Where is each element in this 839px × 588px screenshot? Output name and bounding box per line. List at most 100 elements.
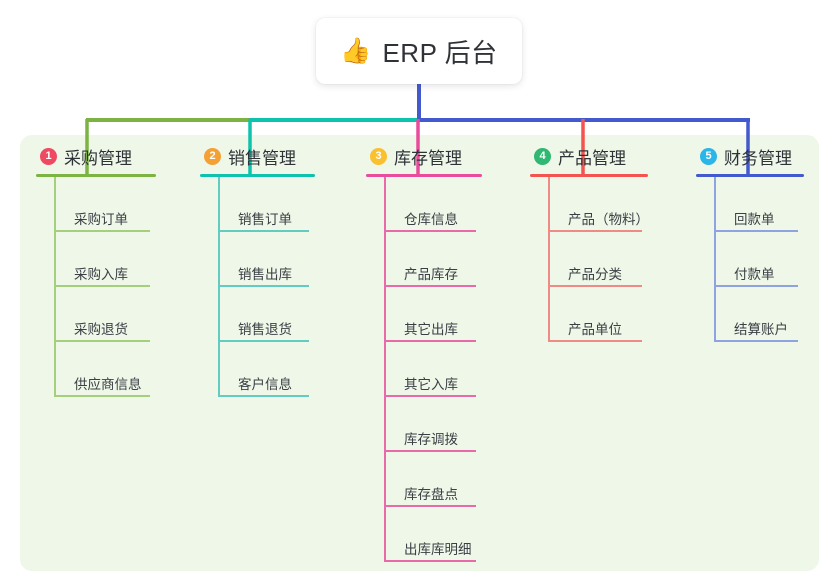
diagram-panel	[20, 135, 819, 571]
list-item[interactable]: 出库库明细	[384, 507, 482, 562]
item-underline	[384, 285, 476, 287]
item-label: 供应商信息	[74, 376, 142, 392]
column-4: 4 产品管理产品（物料）产品分类产品单位	[530, 143, 649, 342]
item-label: 产品单位	[568, 321, 622, 337]
item-label: 仓库信息	[404, 211, 458, 227]
thumbs-up-icon: 👍	[340, 36, 372, 65]
column-header-4[interactable]: 4 产品管理	[530, 143, 648, 169]
root-title: ERP 后台	[382, 37, 498, 68]
item-spine	[384, 177, 386, 232]
column-3: 3 库存管理仓库信息产品库存其它出库其它入库库存调拨库存盘点出库库明细	[366, 143, 482, 562]
column-title: 产品管理	[558, 148, 626, 168]
item-label: 销售退货	[238, 321, 292, 337]
item-spine	[54, 232, 56, 287]
item-label: 产品库存	[404, 266, 458, 282]
item-spine	[218, 177, 220, 232]
list-item[interactable]: 产品分类	[548, 232, 648, 287]
list-item[interactable]: 采购订单	[54, 177, 156, 232]
list-item[interactable]: 产品库存	[384, 232, 482, 287]
item-label: 其它出库	[404, 321, 458, 337]
item-underline	[384, 340, 476, 342]
item-label: 其它入库	[404, 376, 458, 392]
badge-number-icon: 2	[204, 147, 221, 165]
column-header-2[interactable]: 2 销售管理	[200, 143, 315, 169]
item-label: 采购入库	[74, 266, 128, 282]
item-spine	[548, 177, 550, 232]
item-underline	[384, 505, 476, 507]
item-spine	[384, 287, 386, 342]
list-item[interactable]: 采购入库	[54, 232, 156, 287]
badge-number-icon: 4	[534, 147, 551, 165]
list-item[interactable]: 销售退货	[218, 287, 315, 342]
item-underline	[54, 230, 150, 232]
root-node[interactable]: 👍 ERP 后台	[316, 18, 522, 84]
list-item[interactable]: 产品单位	[548, 287, 648, 342]
column-items: 采购订单采购入库采购退货供应商信息	[54, 177, 156, 397]
item-spine	[384, 342, 386, 397]
list-item[interactable]: 回款单	[714, 177, 804, 232]
item-spine	[384, 452, 386, 507]
list-item[interactable]: 结算账户	[714, 287, 804, 342]
list-item[interactable]: 库存调拨	[384, 397, 482, 452]
column-items: 销售订单销售出库销售退货客户信息	[218, 177, 315, 397]
item-spine	[714, 232, 716, 287]
column-items: 产品（物料）产品分类产品单位	[548, 177, 649, 342]
column-underline	[530, 174, 648, 177]
item-underline	[548, 340, 642, 342]
item-underline	[384, 395, 476, 397]
column-title: 财务管理	[724, 148, 792, 168]
item-underline	[384, 230, 476, 232]
column-title: 销售管理	[228, 148, 296, 168]
list-item[interactable]: 产品（物料）	[548, 177, 649, 232]
item-label: 采购订单	[74, 211, 128, 227]
list-item[interactable]: 销售出库	[218, 232, 315, 287]
item-underline	[54, 395, 150, 397]
item-underline	[54, 340, 150, 342]
column-items: 回款单付款单结算账户	[714, 177, 804, 342]
item-label: 客户信息	[238, 376, 292, 392]
column-2: 2 销售管理销售订单销售出库销售退货客户信息	[200, 143, 315, 397]
list-item[interactable]: 仓库信息	[384, 177, 482, 232]
item-spine	[54, 287, 56, 342]
item-underline	[218, 285, 309, 287]
item-label: 出库库明细	[404, 541, 472, 557]
item-underline	[714, 340, 798, 342]
item-underline	[218, 395, 309, 397]
item-underline	[384, 450, 476, 452]
item-label: 销售出库	[238, 266, 292, 282]
item-label: 采购退货	[74, 321, 128, 337]
list-item[interactable]: 付款单	[714, 232, 804, 287]
column-items: 仓库信息产品库存其它出库其它入库库存调拨库存盘点出库库明细	[384, 177, 482, 562]
item-label: 付款单	[734, 266, 775, 282]
list-item[interactable]: 供应商信息	[54, 342, 156, 397]
item-label: 销售订单	[238, 211, 292, 227]
item-underline	[714, 230, 798, 232]
item-spine	[384, 232, 386, 287]
list-item[interactable]: 客户信息	[218, 342, 315, 397]
item-spine	[54, 177, 56, 232]
item-underline	[548, 285, 642, 287]
column-underline	[366, 174, 482, 177]
column-header-3[interactable]: 3 库存管理	[366, 143, 482, 169]
list-item[interactable]: 销售订单	[218, 177, 315, 232]
badge-number-icon: 5	[700, 147, 717, 165]
item-spine	[714, 287, 716, 342]
item-underline	[218, 340, 309, 342]
badge-number-icon: 3	[370, 147, 387, 165]
list-item[interactable]: 采购退货	[54, 287, 156, 342]
list-item[interactable]: 其它出库	[384, 287, 482, 342]
item-label: 结算账户	[734, 321, 788, 337]
item-spine	[384, 507, 386, 562]
item-spine	[218, 232, 220, 287]
list-item[interactable]: 库存盘点	[384, 452, 482, 507]
column-header-5[interactable]: 5 财务管理	[696, 143, 804, 169]
column-title: 库存管理	[394, 148, 462, 168]
list-item[interactable]: 其它入库	[384, 342, 482, 397]
item-label: 回款单	[734, 211, 775, 227]
column-underline	[36, 174, 156, 177]
item-spine	[714, 177, 716, 232]
